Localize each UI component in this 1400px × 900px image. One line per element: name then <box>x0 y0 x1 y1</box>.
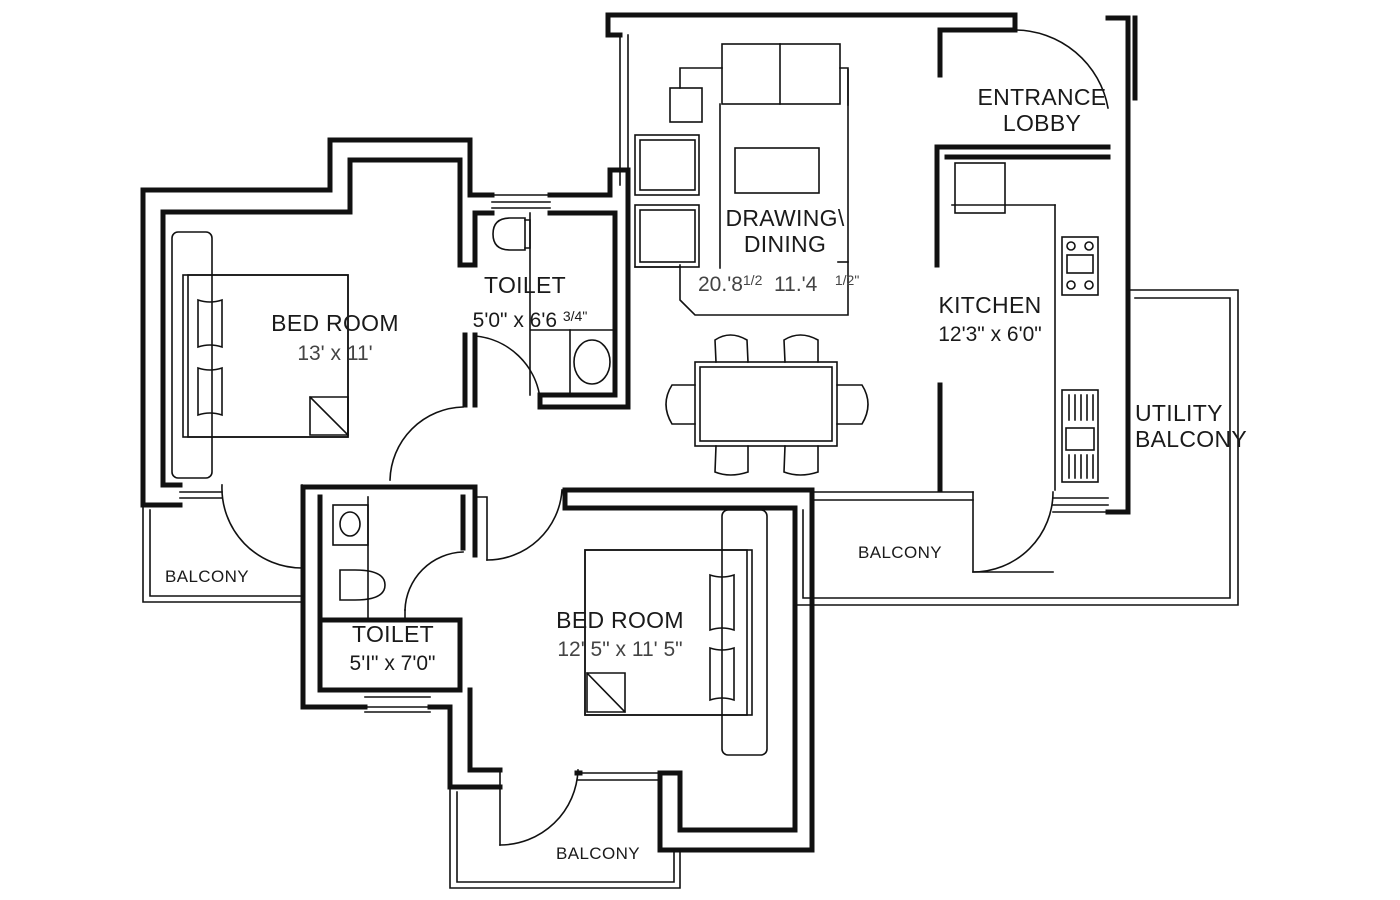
thin-walls <box>142 29 1239 889</box>
balcony-bottom-label: BALCONY <box>555 844 641 863</box>
drawing-dining-dimension: 20.'81/2 11.'4 1/2" <box>698 272 860 296</box>
kitchen-label: KITCHEN <box>938 292 1042 318</box>
drawing-dining-label: DRAWING\ DINING <box>725 205 845 258</box>
sofa <box>669 43 849 123</box>
bed-1 <box>171 231 350 479</box>
bedroom-1-label: BED ROOM <box>271 310 399 336</box>
bedroom-2-dimension: 12' 5" x 11' 5" <box>557 638 683 661</box>
bed-2 <box>584 509 768 756</box>
furniture <box>171 43 1099 756</box>
toilet-1-label: TOILET <box>484 272 566 298</box>
bedroom-2-label: BED ROOM <box>556 607 684 633</box>
dining-table <box>665 334 869 476</box>
kitchen-dimension: 12'3" x 6'0" <box>938 323 1042 346</box>
entrance-lobby-label: ENTRANCE LOBBY <box>977 84 1107 137</box>
toilet-1-dimension: 5'0" x 6'6 3/4" <box>472 308 588 332</box>
bedroom-1-dimension: 13' x 11' <box>297 342 373 365</box>
toilet-2-dimension: 5'I" x 7'0" <box>349 652 436 675</box>
toilet-2-label: TOILET <box>352 621 434 647</box>
balcony-right-label: BALCONY <box>857 543 943 562</box>
utility-balcony-label: UTILITY BALCONY <box>1135 400 1248 453</box>
outer-walls <box>140 12 1138 853</box>
balcony-left-label: BALCONY <box>164 567 250 586</box>
